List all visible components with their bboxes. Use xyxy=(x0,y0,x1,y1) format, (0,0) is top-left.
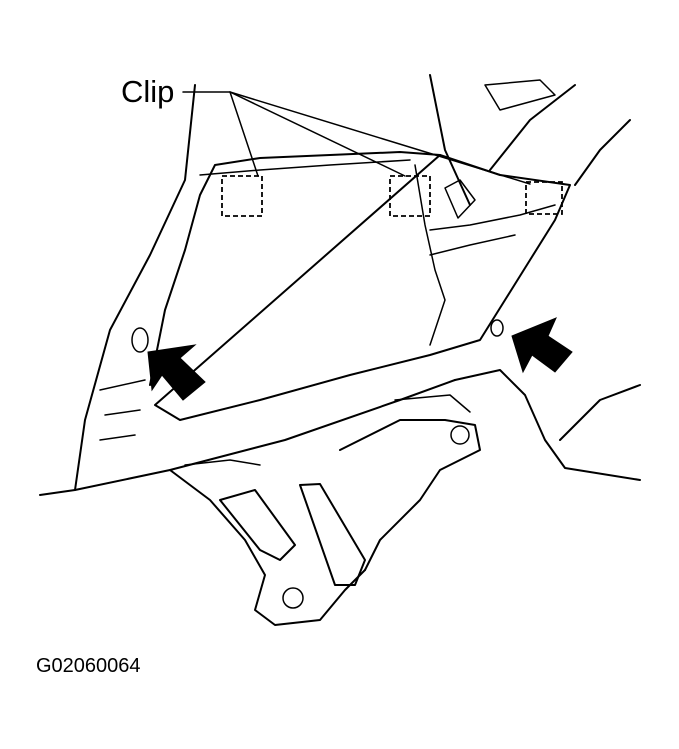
clip-marker-middle xyxy=(389,175,431,217)
figure-code: G02060064 xyxy=(36,655,141,677)
clip-markers xyxy=(221,175,563,217)
pedal-bracket xyxy=(99,379,481,626)
clip-leader-lines xyxy=(182,91,531,185)
clip-marker-right xyxy=(525,181,563,215)
clip-label: Clip xyxy=(121,74,175,109)
removal-arrows xyxy=(147,317,573,401)
arrow-left-icon xyxy=(147,344,206,401)
clip-marker-left xyxy=(221,175,263,217)
arrow-right-icon xyxy=(511,317,573,374)
dash-panel xyxy=(39,74,641,496)
fastener-details xyxy=(131,79,556,609)
under-cover-panel xyxy=(149,151,571,421)
